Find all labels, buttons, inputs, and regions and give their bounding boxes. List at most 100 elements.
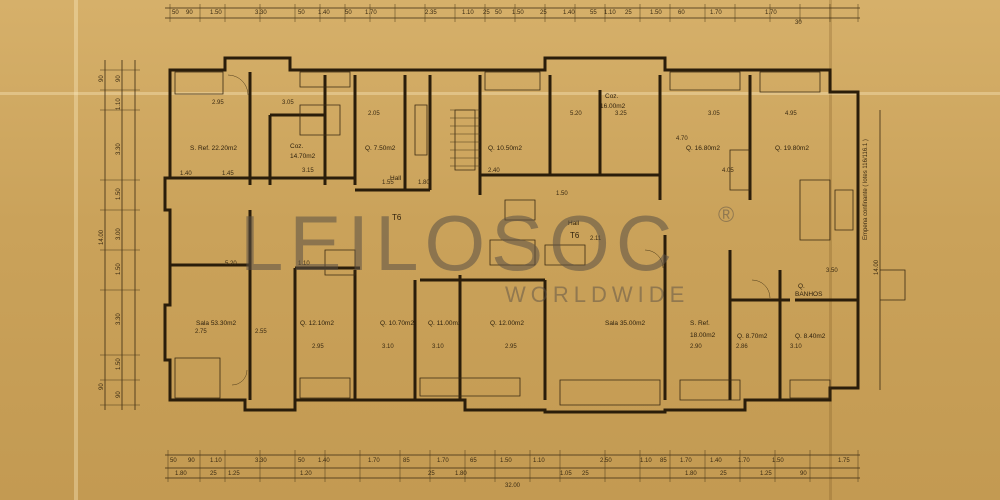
dim-bottom-17: 1.70: [738, 458, 750, 464]
room-coz-right: Coz.: [605, 93, 619, 100]
dim-bottom-sub-1: 25: [210, 471, 217, 477]
left-total-label: 14.00: [99, 229, 105, 245]
dim-bottom-4: 50: [298, 458, 305, 464]
dim-inner-28: 1.55: [382, 180, 394, 186]
dim-top-14: 1.40: [563, 10, 575, 16]
room-hall-right: Hall: [568, 220, 580, 227]
dim-inner-23: 2.75: [195, 329, 207, 335]
inner-dimension-labels: 2.95 3.05 4.70 2.05 1.80 5.20 3.25 1.40 …: [180, 100, 838, 350]
dim-bottom-9: 65: [470, 458, 477, 464]
watermark-tagline: WORLDWIDE: [505, 282, 689, 307]
dim-bottom-sub-10: 1.25: [760, 471, 772, 477]
room-q-banhos-a: Q.: [798, 283, 805, 290]
dim-inner-22: 3.10: [790, 344, 802, 350]
room-coz-right-area: 16.00m2: [600, 103, 626, 110]
dim-inner-1: 3.05: [282, 100, 294, 106]
dim-left-6: 1.50: [116, 263, 122, 275]
room-q-1980: Q. 19.80m2: [775, 145, 809, 152]
dim-bottom-7: 85: [403, 458, 410, 464]
dim-bottom-sub-4: 25: [428, 471, 435, 477]
dim-top-16: 1.10: [604, 10, 616, 16]
dim-bottom-12: 2.50: [600, 458, 612, 464]
dim-left-3: 3.30: [116, 143, 122, 155]
dim-left-8: 1.50: [116, 358, 122, 370]
dim-top-3: 3.30: [255, 10, 267, 16]
paper-fold-vertical-right: [829, 0, 832, 500]
dim-bottom-6: 1.70: [368, 458, 380, 464]
total-width-label: 32.00: [505, 483, 521, 489]
room-coz-left-area: 14.70m2: [290, 153, 316, 160]
dim-top-20: 1.70: [710, 10, 722, 16]
dim-bottom-sub-3: 1.20: [300, 471, 312, 477]
top-dimension-labels: 50 90 1.50 3.30 50 1.40 50 1.70 2.35 1.1…: [172, 10, 802, 26]
dim-inner-9: 2.40: [488, 168, 500, 174]
dim-bottom-sub-8: 1.80: [685, 471, 697, 477]
dim-inner-2: 4.70: [676, 136, 688, 142]
dim-top-12: 1.50: [512, 10, 524, 16]
dim-top-17: 25: [625, 10, 632, 16]
room-s-ref-left: S. Ref. 22.20m2: [190, 145, 237, 152]
dim-left-5: 3.00: [116, 228, 122, 240]
dim-top-22: 30: [795, 20, 802, 26]
room-labels: S. Ref. 22.20m2 Coz. 14.70m2 Q. 7.50m2 H…: [190, 93, 826, 340]
dim-left-4: 1.50: [116, 188, 122, 200]
dim-inner-4: 1.80: [418, 180, 430, 186]
dim-left-1: 90: [116, 75, 122, 82]
room-s-ref-right: S. Ref.: [690, 320, 710, 327]
dim-bottom-0: 50: [170, 458, 177, 464]
dim-bottom-10: 1.50: [500, 458, 512, 464]
dim-top-19: 60: [678, 10, 685, 16]
dim-bottom-18: 1.50: [772, 458, 784, 464]
dim-top-21: 1.70: [765, 10, 777, 16]
dim-bottom-sub-7: 25: [582, 471, 589, 477]
dim-left-10: 90: [116, 391, 122, 398]
dim-inner-3: 2.05: [368, 111, 380, 117]
dim-bottom-2: 1.10: [210, 458, 222, 464]
dim-inner-6: 3.25: [615, 111, 627, 117]
room-q-1210: Q. 12.10m2: [300, 320, 334, 327]
dim-top-7: 1.70: [365, 10, 377, 16]
dim-bottom-sub-11: 90: [800, 471, 807, 477]
dim-top-0: 50: [172, 10, 179, 16]
dim-bottom-13: 1.10: [640, 458, 652, 464]
dim-bottom-sub-5: 1.80: [455, 471, 467, 477]
dim-top-9: 1.10: [462, 10, 474, 16]
dim-top-13: 25: [540, 10, 547, 16]
dim-inner-17: 3.10: [382, 344, 394, 350]
watermark-registered-mark: ®: [718, 202, 739, 227]
dim-inner-0: 2.95: [212, 100, 224, 106]
interior-walls: [170, 71, 906, 406]
room-q-1070: Q. 10.70m2: [380, 320, 414, 327]
room-coz-left: Coz.: [290, 143, 304, 150]
dim-left-2: 1.10: [116, 98, 122, 110]
watermark: LEILOSOC ® WORLDWIDE: [240, 199, 739, 307]
dim-bottom-sub-9: 25: [720, 471, 727, 477]
room-s-ref-right-area: 18.00m2: [690, 332, 716, 339]
dim-bottom-sub-0: 1.80: [175, 471, 187, 477]
room-q-1050: Q. 10.50m2: [488, 145, 522, 152]
room-q-750: Q. 7.50m2: [365, 145, 396, 152]
dim-top-10: 25: [483, 10, 490, 16]
dim-bottom-1: 90: [188, 458, 195, 464]
dim-bottom-5: 1.40: [318, 458, 330, 464]
dim-top-8: 2.35: [425, 10, 437, 16]
room-q-840: Q. 8.40m2: [795, 333, 826, 340]
dim-top-1: 90: [186, 10, 193, 16]
dim-bottom-16: 1.40: [710, 458, 722, 464]
room-q-banhos-b: BANHOS: [795, 291, 823, 298]
dim-top-18: 1.50: [650, 10, 662, 16]
dim-inner-10: 3.15: [302, 168, 314, 174]
dim-inner-14: 5.20: [225, 261, 237, 267]
watermark-brand: LEILOSOC: [240, 199, 678, 287]
dim-inner-8: 1.45: [222, 171, 234, 177]
dim-inner-7: 1.40: [180, 171, 192, 177]
dim-top-2: 1.50: [210, 10, 222, 16]
dim-inner-5: 5.20: [570, 111, 582, 117]
dim-inner-20: 2.90: [690, 344, 702, 350]
dim-inner-12: 2.11: [590, 236, 602, 242]
room-sala-left: Sala 53.30m2: [196, 320, 236, 327]
dim-inner-19: 2.95: [505, 344, 517, 350]
dimension-lines: [100, 4, 881, 482]
dim-inner-13: 3.50: [826, 268, 838, 274]
